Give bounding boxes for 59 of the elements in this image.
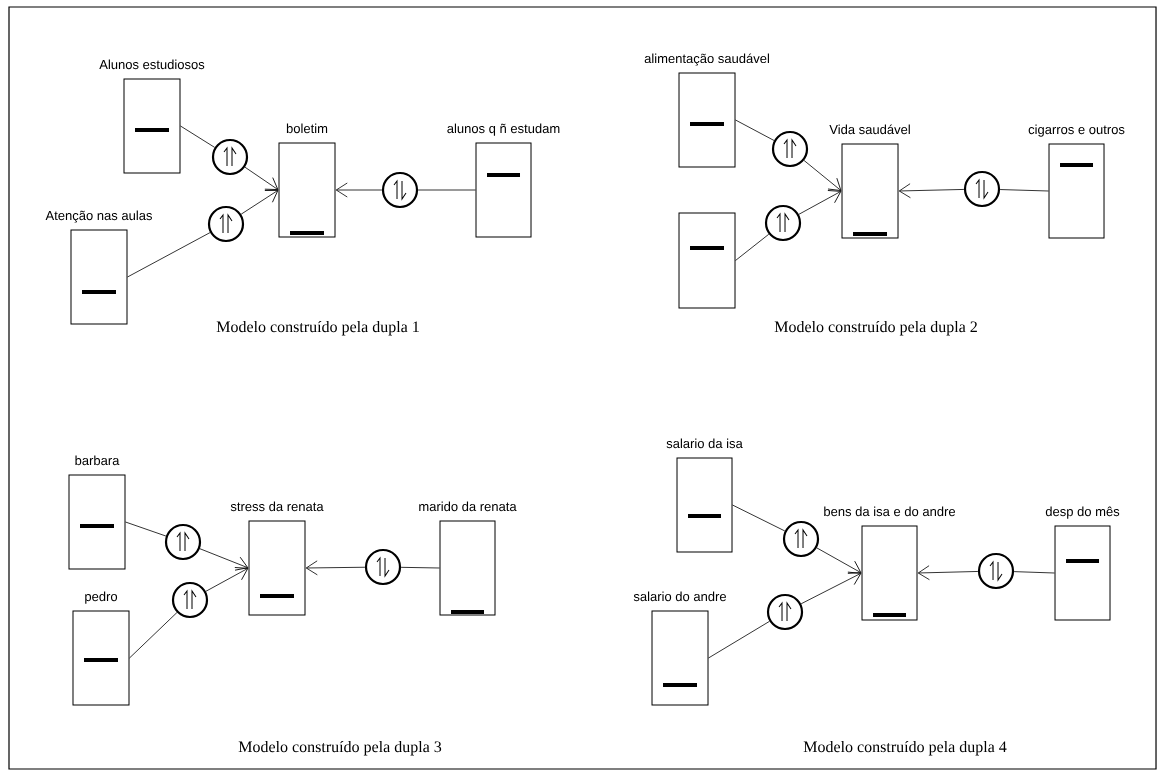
- stock-box: pedro: [72, 591, 130, 706]
- arrow: [205, 567, 249, 592]
- stock-box: salario da isa: [666, 438, 743, 553]
- influence-circle: [771, 130, 809, 168]
- stock-box: stress da renata: [230, 501, 324, 616]
- influence-circle: [171, 581, 209, 619]
- stock-box: Alunos estudiosos: [99, 59, 205, 174]
- arrow: [816, 547, 862, 574]
- arrow: [244, 166, 279, 190]
- stock-box: salario do andre: [633, 591, 726, 706]
- node-label: pedro: [85, 591, 118, 604]
- stock-box: marido da renata: [419, 501, 517, 616]
- arrow: [305, 560, 366, 576]
- node-label: cigarros e outros: [1028, 124, 1125, 137]
- influence-circle: [977, 552, 1015, 590]
- node-label: alunos q ñ estudam: [447, 123, 560, 136]
- arrow: [240, 190, 279, 215]
- stock-box: Vida saudável: [829, 124, 910, 239]
- node-label: bens da isa e do andre: [824, 506, 956, 517]
- node-label: marido da renata: [419, 501, 517, 512]
- influence-circle: [764, 204, 802, 242]
- influence-circle: [364, 548, 402, 586]
- influence-circle: [211, 138, 249, 176]
- caption: Modelo construído pela dupla 3: [238, 740, 442, 756]
- influence-circle: [782, 520, 820, 558]
- node-label: boletim: [286, 123, 328, 134]
- arrow: [803, 160, 842, 191]
- arrow: [798, 190, 842, 215]
- influence-circle: [963, 170, 1001, 208]
- node-label: Atenção nas aulas: [45, 210, 152, 223]
- caption: Modelo construído pela dupla 4: [803, 740, 1007, 756]
- stock-box: desp do mês: [1045, 506, 1120, 621]
- stock-box: [678, 212, 736, 309]
- caption: Modelo construído pela dupla 2: [774, 320, 977, 336]
- node-label: alimentação saudável: [644, 53, 769, 66]
- caption: Modelo construído pela dupla 1: [216, 320, 419, 336]
- stock-box: Atenção nas aulas: [45, 210, 152, 325]
- arrow: [917, 565, 979, 581]
- node-label: salario da isa: [666, 438, 743, 449]
- arrow: [800, 571, 862, 605]
- stock-box: alimentação saudável: [644, 53, 769, 168]
- influence-circle: [164, 523, 202, 561]
- stock-box: bens da isa e do andre: [824, 506, 956, 621]
- node-label: Alunos estudiosos: [99, 59, 205, 70]
- node-label: Vida saudável: [829, 124, 910, 135]
- influence-circle: [207, 205, 245, 243]
- arrow: [199, 548, 249, 571]
- arrow: [335, 182, 383, 198]
- stock-box: cigarros e outros: [1028, 124, 1125, 239]
- influence-circle: [766, 593, 804, 631]
- node-label: stress da renata: [230, 501, 324, 512]
- node-label: salario do andre: [633, 591, 727, 602]
- node-label: barbara: [75, 455, 120, 466]
- stock-box: barbara: [68, 455, 126, 570]
- arrow: [898, 183, 965, 199]
- stock-box: boletim: [278, 123, 336, 238]
- influence-circle: [381, 171, 419, 209]
- node-label: desp do mês: [1045, 506, 1120, 519]
- stock-box: alunos q ñ estudam: [447, 123, 560, 238]
